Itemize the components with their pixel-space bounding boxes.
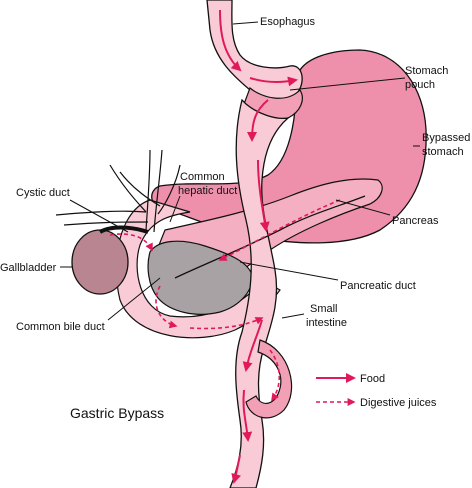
label-pancreas: Pancreas [392, 215, 439, 227]
legend-juices-label: Digestive juices [360, 397, 437, 409]
esophagus [206, 0, 303, 100]
cystic-duct [98, 225, 149, 234]
intestine-loop [115, 199, 281, 339]
intestine-lower-loop [245, 339, 293, 419]
label-esophagus: Esophagus [260, 16, 316, 28]
label-small-intestine-2: intestine [306, 317, 347, 329]
legend-food-label: Food [360, 373, 385, 385]
diagram-title: Gastric Bypass [70, 405, 164, 421]
pancreatic-duct [174, 195, 366, 279]
gallbladder [71, 229, 129, 295]
label-gallbladder: Gallbladder [0, 262, 57, 274]
label-common-bile-duct: Common bile duct [16, 321, 105, 333]
food-arrows [219, 9, 298, 484]
legend: Food Digestive juices [316, 373, 437, 409]
label-pancreatic-duct: Pancreatic duct [340, 280, 416, 292]
digestive-juice-arrows [109, 199, 341, 402]
label-bypassed-2: stomach [422, 146, 464, 158]
label-stomach-pouch-2: pouch [405, 79, 435, 91]
hepatic-ducts [55, 149, 181, 233]
label-small-intestine-1: Small [310, 303, 338, 315]
label-stomach-pouch-1: Stomach [405, 65, 448, 77]
label-cystic-duct: Cystic duct [16, 187, 70, 199]
label-common-hepatic-2: hepatic duct [178, 185, 237, 197]
labels: Esophagus Stomach pouch Bypassed stomach… [0, 16, 470, 333]
label-common-hepatic-1: Common [180, 171, 225, 183]
label-bypassed-1: Bypassed [422, 132, 470, 144]
